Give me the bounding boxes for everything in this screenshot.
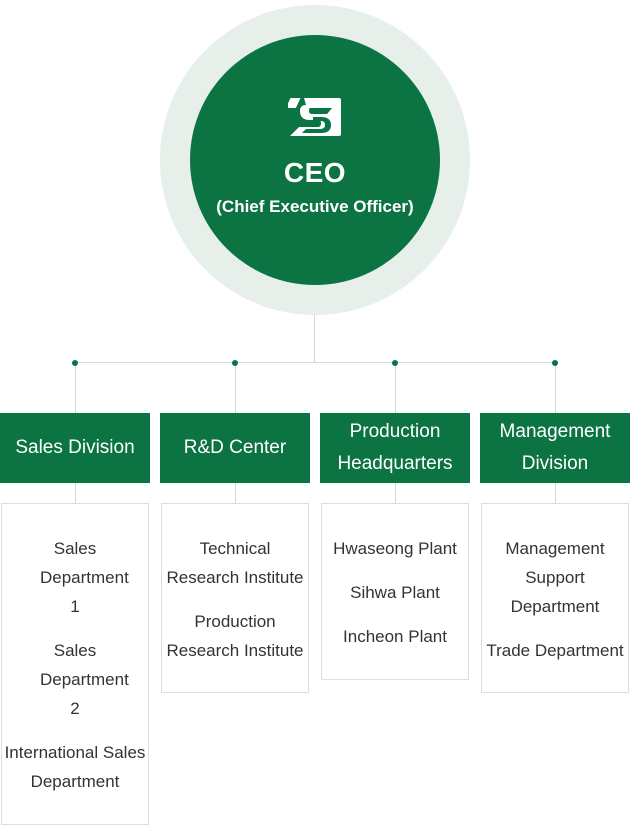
department-connector	[555, 483, 556, 503]
department-item: Technical Research Institute	[166, 539, 304, 587]
division-connector	[75, 362, 76, 413]
connector-dot	[72, 360, 78, 366]
division-management: Management Division	[480, 413, 630, 483]
connector-dot	[552, 360, 558, 366]
production-departments: Hwaseong Plant Sihwa Plant Incheon Plant	[321, 503, 469, 680]
company-logo-icon	[288, 98, 341, 136]
division-connector	[395, 362, 396, 413]
department-item: Sales Department 1	[40, 539, 129, 616]
department-item: International Sales Department	[4, 743, 146, 791]
rnd-departments: Technical Research Institute Production …	[161, 503, 309, 693]
department-connector	[235, 483, 236, 503]
division-rnd: R&D Center	[160, 413, 310, 483]
division-connector	[235, 362, 236, 413]
division-label: Management Division	[499, 421, 611, 474]
ceo-node: CEO (Chief Executive Officer)	[190, 35, 440, 285]
division-connector	[555, 362, 556, 413]
department-item: Management Support Department	[505, 539, 605, 616]
division-label: Production Headquarters	[337, 421, 453, 474]
department-item: Sihwa Plant	[350, 583, 440, 602]
division-label: R&D Center	[183, 437, 287, 458]
department-item: Hwaseong Plant	[333, 539, 457, 558]
department-item: Incheon Plant	[343, 627, 447, 646]
department-item: Production Research Institute	[166, 612, 304, 660]
ceo-connector	[314, 314, 315, 363]
management-departments: Management Support Department Trade Depa…	[481, 503, 629, 693]
division-sales: Sales Division	[0, 413, 150, 483]
department-connector	[75, 483, 76, 503]
connector-dot	[232, 360, 238, 366]
ceo-title: CEO	[283, 157, 347, 188]
division-production: Production Headquarters	[320, 413, 470, 483]
department-item: Trade Department	[486, 641, 624, 660]
department-item: Sales Department 2	[40, 641, 129, 718]
sales-departments: Sales Department 1 Sales Department 2 In…	[1, 503, 149, 825]
ceo-subtitle: (Chief Executive Officer)	[216, 197, 414, 216]
department-connector	[395, 483, 396, 503]
connector-dot	[392, 360, 398, 366]
division-bus-line	[75, 362, 555, 363]
division-label: Sales Division	[15, 437, 135, 458]
